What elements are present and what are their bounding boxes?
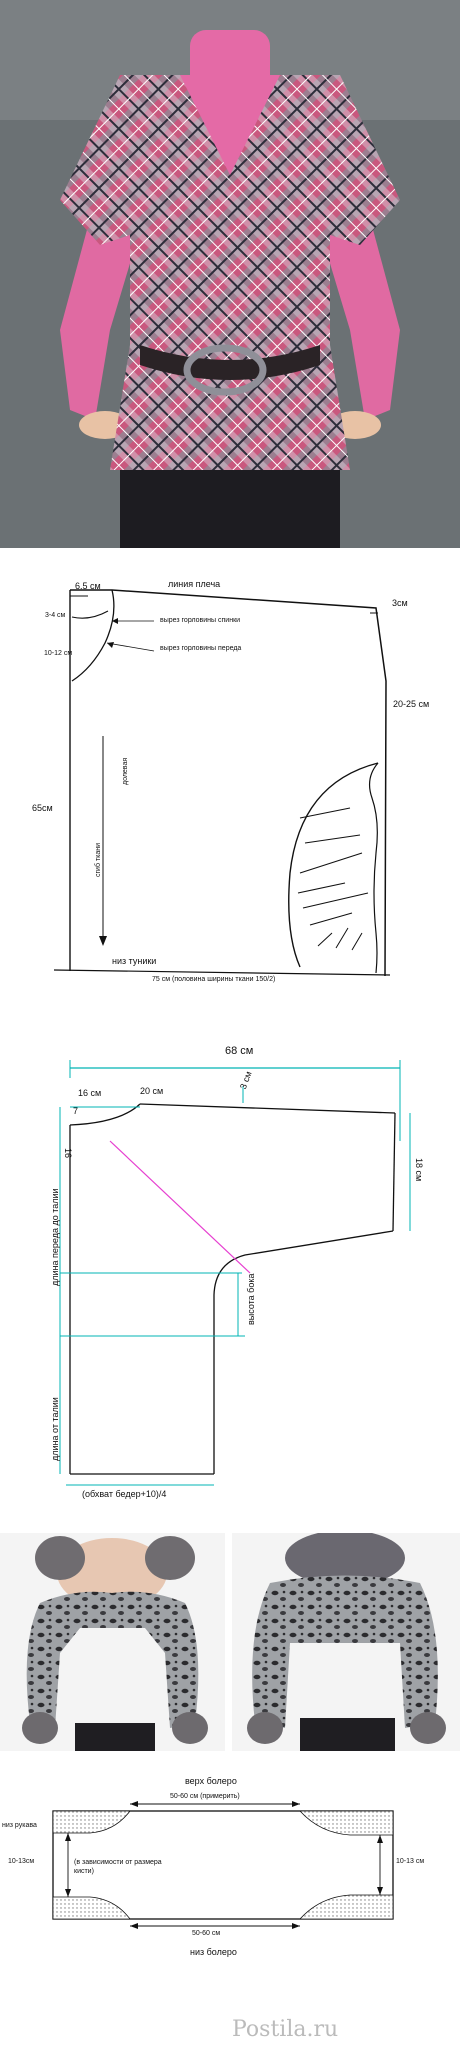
tunic-neck-front-note: вырез горловины переда [160, 645, 242, 652]
tunic-neck-back-depth: 3-4 см [45, 612, 66, 619]
bodice-cuff-width: 18 см [414, 1158, 424, 1182]
pattern-bolero-drawing [0, 1751, 460, 2054]
bolero-left-note: (в зависимости от размера кисти) [74, 1859, 162, 1875]
bodice-shoulder-length: 20 см [140, 1086, 164, 1096]
pattern-bolero: верх болеро 50-60 см (примерить) низ рук… [0, 1751, 460, 2054]
bodice-neck-width: 16 см [78, 1088, 102, 1098]
tunic-neck-back-note: вырез горловины спинки [160, 617, 241, 624]
bodice-neck-depth-small: 7 [73, 1106, 79, 1116]
tunic-neck-front-depth: 10-12 см [44, 650, 73, 657]
photo-bolero [0, 1530, 460, 1751]
bodice-side-height: высота бока [246, 1273, 256, 1326]
bodice-waist-length: длина от талии [50, 1397, 60, 1461]
tunic-neck-width: 6.5 см [75, 581, 101, 591]
tunic-grain-label: долевая [122, 757, 129, 785]
bolero-left-side: 10-13см [8, 1858, 35, 1865]
photo-bolero-illustration [0, 1530, 460, 1751]
pattern-tunic-drawing [0, 553, 460, 1033]
tunic-length: 65см [32, 803, 53, 813]
photo-tunic [0, 0, 460, 548]
bodice-front-length: длина переда до талии [50, 1188, 60, 1286]
site-watermark: Postila.ru [232, 2017, 339, 2042]
bodice-bottom-width: (обхват бедер+10)/4 [82, 1489, 167, 1499]
bolero-top-title: верх болеро [185, 1776, 237, 1786]
bolero-bottom-width: 50-60 см [192, 1930, 221, 1937]
tunic-side-depth: 20-25 см [393, 699, 430, 709]
bolero-sleeve-label: низ рукава [2, 1822, 37, 1829]
tunic-shoulder-label: линия плеча [168, 579, 221, 589]
tunic-fold-label: сгиб ткани [95, 842, 102, 877]
pattern-bodice-drawing [0, 1033, 460, 1533]
tunic-hem-label: низ туники [112, 956, 157, 966]
bodice-neck-depth: 16 [63, 1148, 73, 1159]
bolero-right-side: 10-13 см [396, 1858, 425, 1865]
bodice-width: 68 см [225, 1045, 254, 1057]
tunic-bottom-width: 75 см (половина ширины ткани 150/2) [152, 976, 276, 983]
pattern-bodice: 68 см 16 см 20 см 3 см 7 16 18 см длина … [0, 1033, 460, 1533]
bolero-bottom-title: низ болеро [190, 1947, 237, 1957]
pattern-tunic: 6.5 см линия плеча 3см 3-4 см вырез горл… [0, 553, 460, 1033]
photo-tunic-illustration [0, 0, 460, 548]
bolero-top-width: 50-60 см (примерить) [170, 1793, 240, 1800]
tunic-shoulder-drop: 3см [392, 598, 408, 608]
